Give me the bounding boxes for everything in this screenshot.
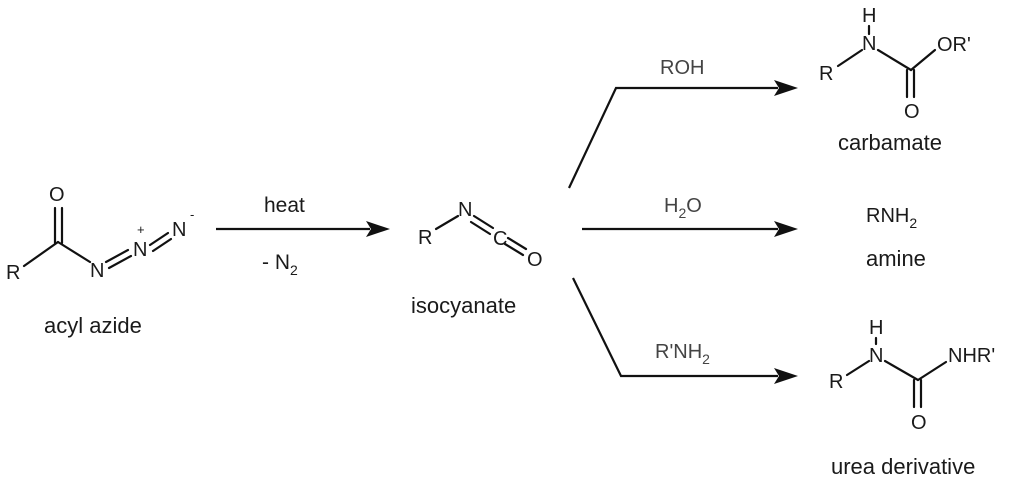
urea-nitrogen: N	[869, 345, 883, 367]
urea-nhr-group: NHR'	[948, 345, 995, 367]
acyl-azide-minus-charge: -	[190, 207, 194, 222]
heat-label: heat	[264, 194, 305, 217]
amine-reagent-arrow	[572, 277, 798, 384]
carbamate-carbonyl-oxygen: O	[904, 101, 920, 123]
amine-reagent-label: R'NH2	[655, 341, 710, 367]
water-arrow	[582, 221, 798, 237]
urea-derivative-label: urea derivative	[831, 454, 975, 479]
urea-structure: H N R NHR' O	[829, 317, 995, 434]
urea-carbonyl-oxygen: O	[911, 412, 927, 434]
acyl-azide-plus-charge: +	[137, 222, 145, 237]
isocyanate-oxygen: O	[527, 249, 543, 271]
acyl-azide-structure: R O N N + N -	[6, 184, 194, 284]
acyl-azide-nitrogen-3: N	[172, 219, 186, 241]
heat-arrow	[216, 221, 390, 237]
acyl-azide-nitrogen-1: N	[90, 260, 104, 282]
water-reagent-label: H2O	[664, 195, 702, 221]
isocyanate-label: isocyanate	[411, 293, 516, 318]
carbamate-or-group: OR'	[937, 34, 971, 56]
carbamate-nitrogen: N	[862, 33, 876, 55]
roh-arrow	[568, 80, 798, 189]
carbamate-structure: H N R OR' O	[819, 5, 971, 123]
acyl-azide-carbonyl-oxygen: O	[49, 184, 65, 206]
roh-reagent-label: ROH	[660, 57, 704, 79]
acyl-azide-label: acyl azide	[44, 313, 142, 338]
urea-r-atom: R	[829, 371, 843, 393]
carbamate-label: carbamate	[838, 130, 942, 155]
isocyanate-r-atom: R	[418, 227, 432, 249]
acyl-azide-r-atom: R	[6, 262, 20, 284]
urea-hydrogen: H	[869, 317, 883, 339]
carbamate-r-atom: R	[819, 63, 833, 85]
isocyanate-structure: R N C O	[418, 199, 543, 271]
carbamate-hydrogen: H	[862, 5, 876, 27]
isocyanate-nitrogen: N	[458, 199, 472, 221]
amine-label: amine	[866, 246, 926, 271]
acyl-azide-nitrogen-2: N	[133, 239, 147, 261]
amine-formula: RNH2	[866, 205, 917, 231]
isocyanate-carbon: C	[493, 228, 507, 250]
minus-n2-label: - N2	[262, 251, 298, 278]
